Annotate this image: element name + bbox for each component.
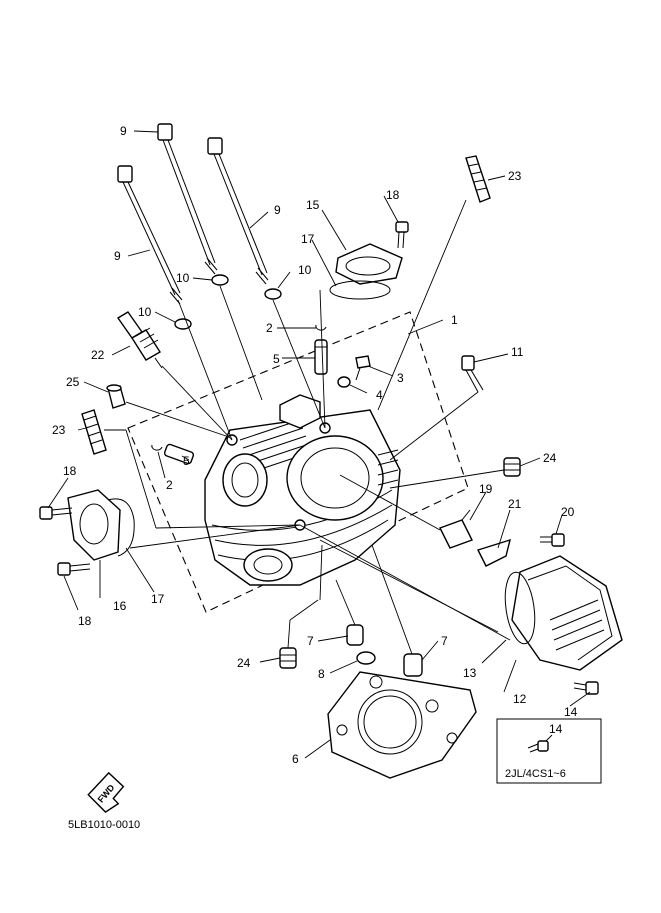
label-17-top: 17	[301, 232, 315, 246]
label-13: 13	[463, 666, 477, 680]
label-12: 12	[513, 692, 527, 706]
label-9-left: 9	[114, 249, 121, 263]
label-23-left: 23	[52, 423, 66, 437]
label-5-lower: 5	[183, 454, 190, 468]
label-10-a: 10	[176, 271, 190, 285]
label-7-right: 7	[441, 634, 448, 648]
circlip-2-upper	[315, 324, 327, 331]
label-15: 15	[306, 198, 320, 212]
label-21: 21	[508, 497, 522, 511]
spring-23-left	[81, 409, 107, 455]
spark-plug	[116, 311, 163, 369]
washer-10-b	[264, 288, 282, 300]
washer-8	[356, 651, 376, 665]
bolt-18-top	[395, 221, 409, 249]
dowel-7-left	[346, 624, 364, 646]
valve-guide-5-upper	[314, 339, 328, 375]
label-6: 6	[292, 752, 299, 766]
label-20: 20	[561, 505, 575, 519]
assembly-dashed-frame	[127, 311, 469, 613]
bracket-19	[439, 509, 473, 549]
cylinder-head	[204, 394, 401, 586]
label-8: 8	[318, 667, 325, 681]
washer-10-a	[211, 274, 229, 286]
label-16: 16	[113, 599, 127, 613]
label-22: 22	[91, 348, 105, 362]
label-11: 11	[511, 345, 524, 359]
label-7-left: 7	[307, 634, 314, 648]
label-23-top: 23	[508, 169, 522, 183]
dowel-24-bottom	[279, 647, 297, 669]
label-24-right: 24	[543, 451, 557, 465]
label-2-upper: 2	[266, 321, 273, 335]
label-10-c: 10	[138, 305, 152, 319]
o-ring-17-top	[329, 280, 391, 300]
bolt-18-side-upper	[39, 506, 73, 520]
washer-10-c	[174, 318, 192, 330]
label-3: 3	[397, 371, 404, 385]
bolt-14	[573, 681, 599, 695]
label-18-side-lower: 18	[78, 614, 92, 628]
alternate-part-inset	[496, 718, 602, 784]
long-bolt-right	[207, 137, 269, 285]
valve-cover-12	[504, 555, 623, 671]
label-2-lower: 2	[166, 478, 173, 492]
drawing-code: 5LB1010-0010	[68, 819, 140, 831]
dowel-7-right	[403, 653, 423, 677]
bolt-18-side-lower	[57, 562, 91, 576]
bolt-20	[540, 533, 565, 547]
label-14-inset: 14	[549, 722, 563, 736]
side-cover-16	[67, 489, 121, 561]
label-9-upper: 9	[120, 124, 127, 138]
label-5-upper: 5	[273, 352, 280, 366]
callout-labels: 1 2 2 3 4 5 5 6 7 7 8 9 9 9 10 10 10 11 …	[52, 124, 578, 766]
label-14-main: 14	[564, 705, 578, 719]
label-4: 4	[376, 388, 383, 402]
bolt-3	[355, 355, 371, 381]
bolt-11	[461, 355, 484, 393]
forward-arrow-icon	[87, 771, 125, 813]
label-10-b: 10	[298, 263, 312, 277]
spring-23-top	[465, 155, 491, 203]
label-9-right: 9	[274, 203, 281, 217]
label-18-top: 18	[386, 188, 400, 202]
dowel-24-right	[503, 457, 521, 477]
label-1: 1	[451, 313, 458, 327]
long-bolt-left	[117, 165, 183, 305]
leader-lines	[47, 130, 591, 759]
blind-plug-25	[106, 384, 126, 409]
inset-caption: 2JL/4CS1~6	[505, 768, 566, 780]
label-17-side: 17	[151, 592, 165, 606]
cap-15	[335, 243, 403, 285]
label-19: 19	[479, 482, 493, 496]
bracket-21	[477, 538, 511, 567]
label-18-side-upper: 18	[63, 464, 77, 478]
circlip-2-lower	[151, 444, 163, 451]
cylinder-head-gasket	[327, 671, 477, 779]
washer-4	[337, 376, 351, 388]
label-25: 25	[66, 375, 80, 389]
label-24-bottom: 24	[237, 656, 251, 670]
o-ring-17-side	[107, 498, 135, 557]
